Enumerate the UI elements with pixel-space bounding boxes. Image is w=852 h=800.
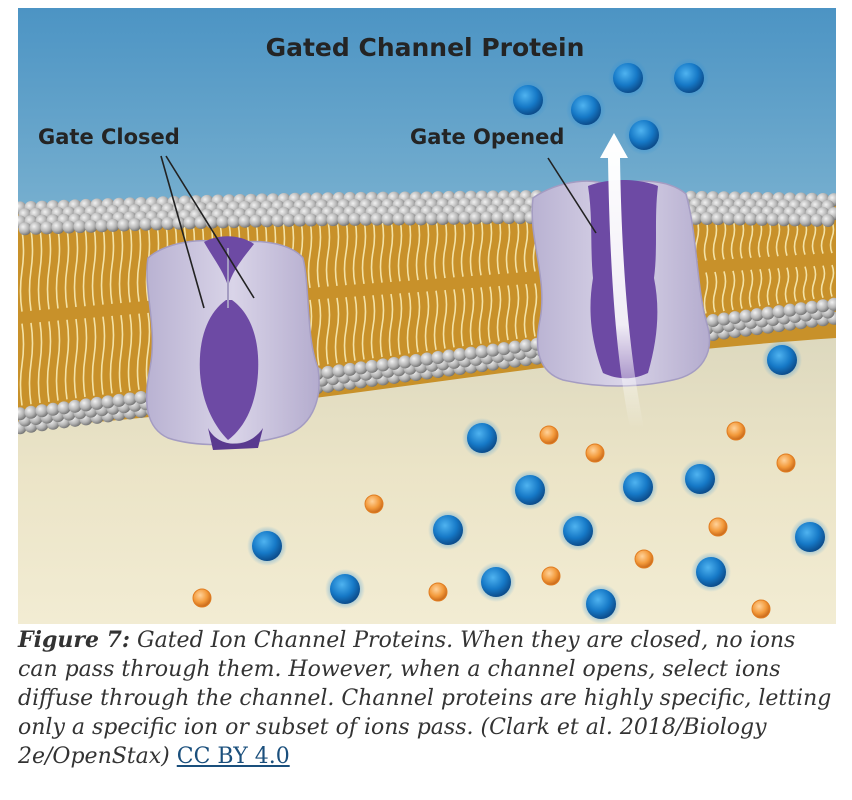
label-gate-closed: Gate Closed	[38, 125, 180, 149]
blue-ion	[467, 423, 497, 453]
blue-ion	[330, 574, 360, 604]
blue-ion	[481, 567, 511, 597]
label-gate-opened: Gate Opened	[410, 125, 564, 149]
label-pointer-lines	[160, 155, 597, 309]
blue-ion	[252, 531, 282, 561]
blue-ion	[795, 522, 825, 552]
license-link[interactable]: CC BY 4.0	[176, 744, 290, 769]
orange-ion	[726, 421, 746, 441]
ion-flow-arrow	[600, 133, 644, 428]
blue-ion	[696, 557, 726, 587]
blue-ion	[767, 345, 797, 375]
orange-ion	[708, 517, 728, 537]
blue-ion	[571, 95, 601, 125]
blue-ion	[629, 120, 659, 150]
orange-ion	[539, 425, 559, 445]
gated-channel-diagram: Gated Channel Protein Gate Closed Gate O…	[18, 8, 836, 624]
figure-caption: Figure 7: Gated Ion Channel Proteins. Wh…	[18, 626, 838, 771]
orange-ion	[541, 566, 561, 586]
closed-channel-protein	[145, 236, 320, 450]
orange-ion	[192, 588, 212, 608]
caption-text: Gated Ion Channel Proteins. When they ar…	[18, 628, 832, 769]
orange-ion	[634, 549, 654, 569]
blue-ion	[433, 515, 463, 545]
figure-illustration: Gated Channel Protein Gate Closed Gate O…	[18, 8, 836, 624]
orange-ion	[776, 453, 796, 473]
blue-ion	[674, 63, 704, 93]
blue-ion	[613, 63, 643, 93]
blue-ion	[685, 464, 715, 494]
orange-ion	[751, 599, 771, 619]
ions	[192, 58, 830, 624]
blue-ion	[623, 472, 653, 502]
figure-label: Figure 7:	[18, 627, 131, 653]
orange-ion	[428, 582, 448, 602]
blue-ion	[513, 85, 543, 115]
blue-ion	[515, 475, 545, 505]
blue-ion	[586, 589, 616, 619]
figure-title: Gated Channel Protein	[266, 33, 585, 62]
orange-ion	[364, 494, 384, 514]
blue-ion	[563, 516, 593, 546]
orange-ion	[585, 443, 605, 463]
